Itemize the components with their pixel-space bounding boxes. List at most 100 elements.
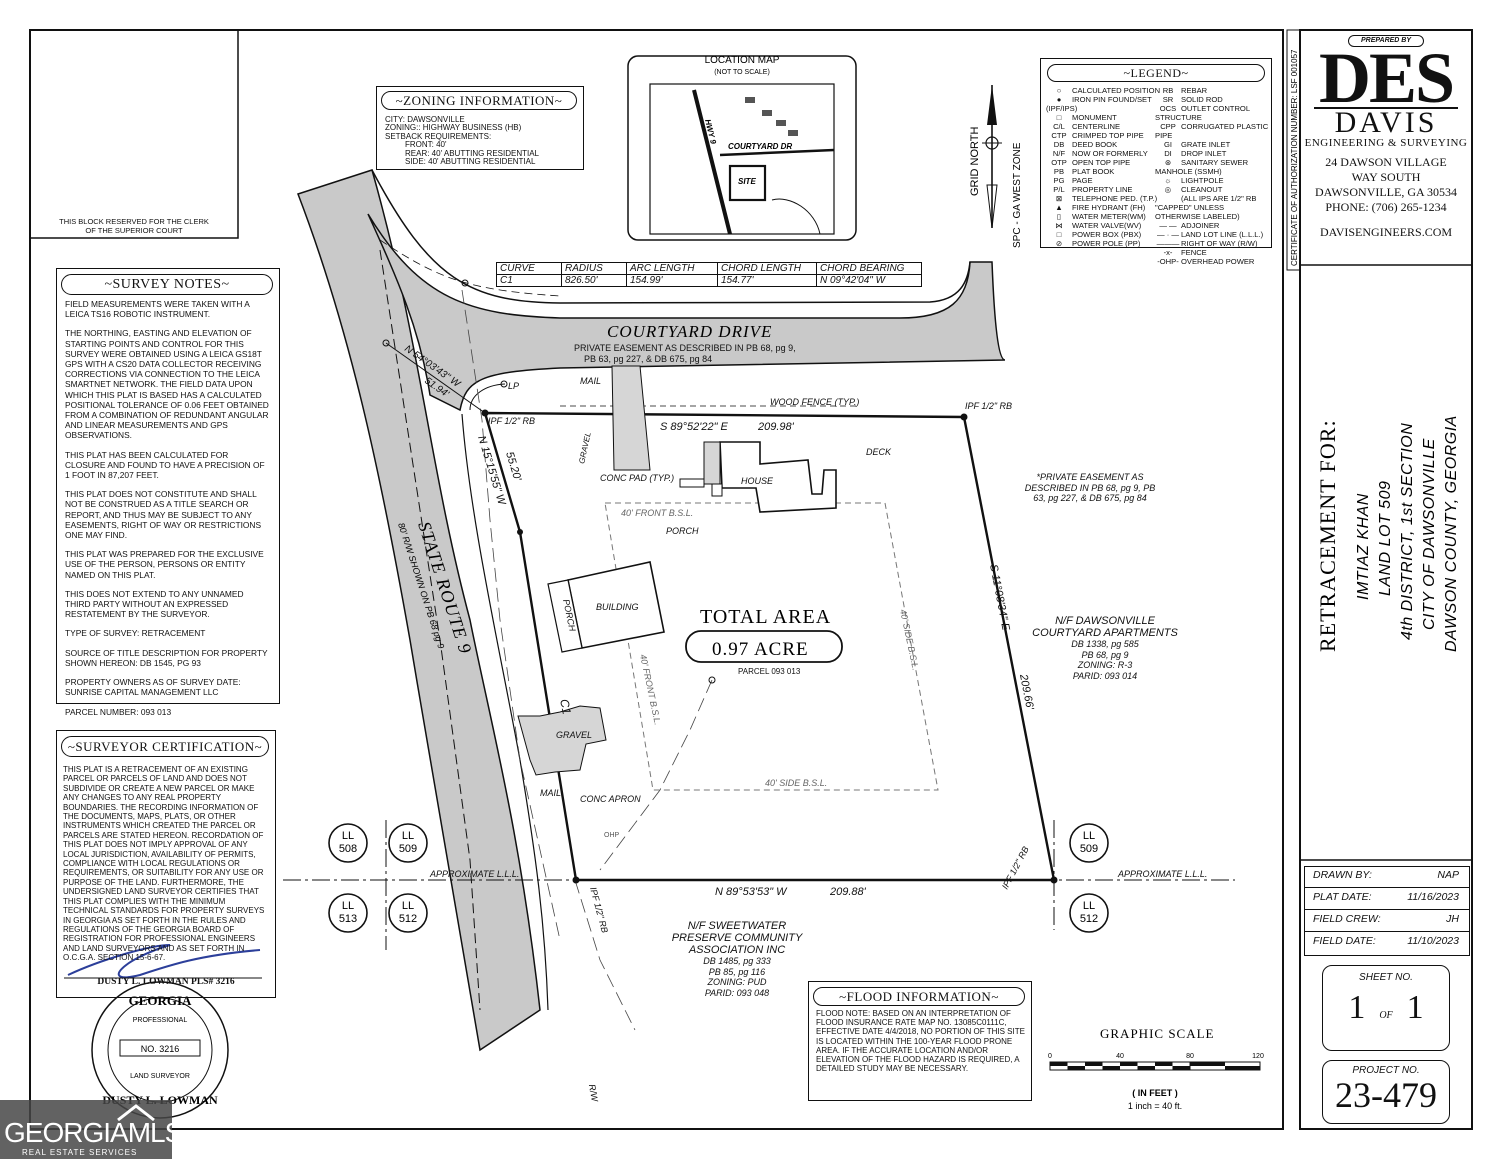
- watermark-brand: GEORGIAMLS: [4, 1117, 183, 1148]
- project-number: 23-479: [1335, 1075, 1437, 1115]
- legend-text: (ALL IPS ARE 1/2" RB "CAPPED" UNLESS OTH…: [1155, 194, 1257, 221]
- legend-text: CORRUGATED PLASTIC PIPE: [1155, 122, 1269, 140]
- firm-website[interactable]: DAVISENGINEERS.COM: [1319, 225, 1453, 239]
- cert-strip: [1286, 29, 1301, 271]
- spc-zone-label: SPC - GA WEST ZONE: [1012, 142, 1023, 248]
- conc-apron-label: CONC APRON: [580, 794, 641, 804]
- legend-text: IRON PIN FOUND/SET (IPF/IPS): [1046, 95, 1152, 113]
- surveyor-signer: DUSTY L. LOWMAN PLS# 3216: [97, 977, 235, 987]
- cert-auth-label: CERTIFICATE OF AUTHORIZATION NUMBER: LSF…: [1290, 49, 1299, 266]
- ll-508-number: 508: [339, 843, 357, 855]
- location-map-site: SITE: [738, 177, 756, 186]
- legend-symbol-icon: PG: [1053, 176, 1065, 185]
- clerk-block: [29, 29, 239, 239]
- legend-text: GRATE INLET: [1181, 140, 1231, 149]
- south-adjoiner-name-3: ASSOCIATION INC: [688, 944, 786, 956]
- survey-note-8: SOURCE OF TITLE DESCRIPTION FOR PROPERTY…: [65, 647, 268, 668]
- east-adjoiner-parid: PARID: 093 014: [1072, 670, 1138, 681]
- surveyor-cert-body: THIS PLAT IS A RETRACEMENT OF AN EXISTIN…: [63, 765, 265, 963]
- legend-symbol-icon: SR: [1162, 95, 1174, 104]
- deck-label: DECK: [866, 447, 892, 457]
- signature-mark: [67, 944, 261, 979]
- firm-address-2: WAY SOUTH: [1351, 170, 1421, 184]
- field-crew-value: JH: [1446, 913, 1459, 925]
- bsl-front-left-label: 40' FRONT B.S.L.: [638, 653, 663, 726]
- ll-512-number: 512: [399, 913, 417, 925]
- sheet-total: 1: [1406, 989, 1424, 1026]
- legend-symbol-icon: ▲: [1055, 203, 1063, 212]
- ipf-nw-label: IPF 1/2" RB: [488, 416, 535, 426]
- scale-ratio: 1 inch = 40 ft.: [1128, 1101, 1182, 1111]
- plat-date-label: PLAT DATE:: [1313, 891, 1372, 903]
- total-area-label: TOTAL AREA: [700, 606, 831, 628]
- plat-date-value: 11/16/2023: [1407, 891, 1459, 903]
- zoning-district: ZONING:: HIGHWAY BUSINESS (HB): [385, 123, 522, 133]
- legend-text: TELEPHONE PED. (T.P.): [1072, 194, 1158, 203]
- legend-left-row: ▯WATER METER(WM): [1046, 212, 1164, 221]
- gravel-drive-south: [517, 705, 607, 776]
- ll-509-east-number: 509: [1080, 843, 1098, 855]
- ll-513-label: LL: [342, 900, 354, 912]
- legend-text: FIRE HYDRANT (FH): [1072, 203, 1146, 212]
- curve-header-chord: CHORD LENGTH: [717, 262, 817, 275]
- ipf-ne-label: IPF 1/2" RB: [965, 401, 1012, 411]
- drawn-by-label: DRAWN BY:: [1313, 869, 1372, 881]
- zoning-box: ~ZONING INFORMATION~ CITY: DAWSONVILLE Z…: [376, 86, 584, 170]
- sheet-number-box: SHEET NO. 1 OF 1: [1322, 965, 1450, 1051]
- legend-symbol-icon: ▯: [1056, 212, 1062, 221]
- legend-left-row: ⋈WATER VALVE(WV): [1046, 221, 1164, 230]
- ll-512-east-number: 512: [1080, 913, 1098, 925]
- sheet-num: 1: [1348, 989, 1366, 1026]
- legend-right-row: ◎CLEANOUT: [1155, 185, 1269, 194]
- field-crew-label: FIELD CREW:: [1313, 913, 1381, 925]
- legend-text: FENCE: [1181, 248, 1207, 257]
- legend-right-row: ☼LIGHTPOLE: [1155, 176, 1269, 185]
- easement-line-2: DESCRIBED IN PB 68, pg 9, PB: [1024, 482, 1156, 493]
- legend-text: POWER POLE (PP): [1072, 239, 1141, 248]
- legend-symbol-icon: C/L: [1053, 122, 1065, 131]
- graphic-scale-title: GRAPHIC SCALE: [1100, 1026, 1215, 1041]
- lll-right-label: APPROXIMATE L.L.L.: [1117, 869, 1207, 879]
- legend-right-row: ⊛SANITARY SEWER MANHOLE (SSMH): [1155, 158, 1269, 176]
- acreage-label: 0.97 ACRE: [712, 639, 809, 660]
- clerk-text-1: THIS BLOCK RESERVED FOR THE CLERK: [59, 217, 209, 226]
- east-adjoiner-name-1: N/F DAWSONVILLE: [1055, 615, 1155, 627]
- legend-text: WATER VALVE(WV): [1072, 221, 1142, 230]
- ll-513-number: 513: [339, 913, 357, 925]
- survey-notes-body: FIELD MEASUREMENTS WERE TAKEN WITH A LEI…: [65, 299, 271, 717]
- legend-text: ADJOINER: [1181, 221, 1220, 230]
- legend-symbol-icon: GI: [1163, 140, 1173, 149]
- legend-text: SOLID ROD: [1181, 95, 1223, 104]
- north-arrow-icon: [982, 85, 1002, 229]
- legend-symbol-icon: -x-: [1163, 248, 1173, 257]
- legend-text: DEED BOOK: [1072, 140, 1118, 149]
- legend-symbol-icon: PB: [1053, 167, 1065, 176]
- legend-text: CLEANOUT: [1181, 185, 1223, 194]
- flood-box: ~FLOOD INFORMATION~ FLOOD NOTE: BASED ON…: [808, 981, 1032, 1101]
- ipf-sw-label: IPF 1/2" RB: [588, 886, 610, 934]
- survey-note-1: FIELD MEASUREMENTS WERE TAKEN WITH A LEI…: [65, 299, 250, 320]
- survey-note-9: PROPERTY OWNERS AS OF SURVEY DATE: SUNRI…: [65, 677, 241, 698]
- legend-symbol-icon: OCS: [1159, 104, 1177, 113]
- legend-symbol-icon: ⊛: [1164, 158, 1172, 167]
- legend-right-row: -x- FENCE: [1155, 248, 1269, 257]
- survey-notes-box: ~SURVEY NOTES~ FIELD MEASUREMENTS WERE T…: [56, 268, 280, 717]
- zoning-title: ~ZONING INFORMATION~: [381, 91, 577, 110]
- courtyard-drive-road: [367, 213, 1006, 412]
- legend-symbol-icon: □: [1056, 113, 1062, 122]
- legend-symbol-icon: ———: [1156, 239, 1180, 248]
- scale-unit: ( IN FEET ): [1132, 1088, 1178, 1098]
- zoning-city: CITY: DAWSONVILLE: [385, 115, 465, 124]
- legend-text: OVERHEAD POWER: [1181, 257, 1255, 266]
- ll-512-east-label: LL: [1083, 900, 1095, 912]
- flood-title: ~FLOOD INFORMATION~: [813, 987, 1025, 1006]
- legend-right-row: — · —LAND LOT LINE (L.L.L.): [1155, 230, 1269, 239]
- firm-phone: PHONE: (706) 265-1234: [1325, 200, 1447, 214]
- zoning-side: SIDE: 40' ABUTTING RESIDENTIAL: [405, 157, 536, 167]
- legend-symbol-icon: CPP: [1160, 122, 1176, 131]
- land-lot-markers: [328, 823, 1109, 933]
